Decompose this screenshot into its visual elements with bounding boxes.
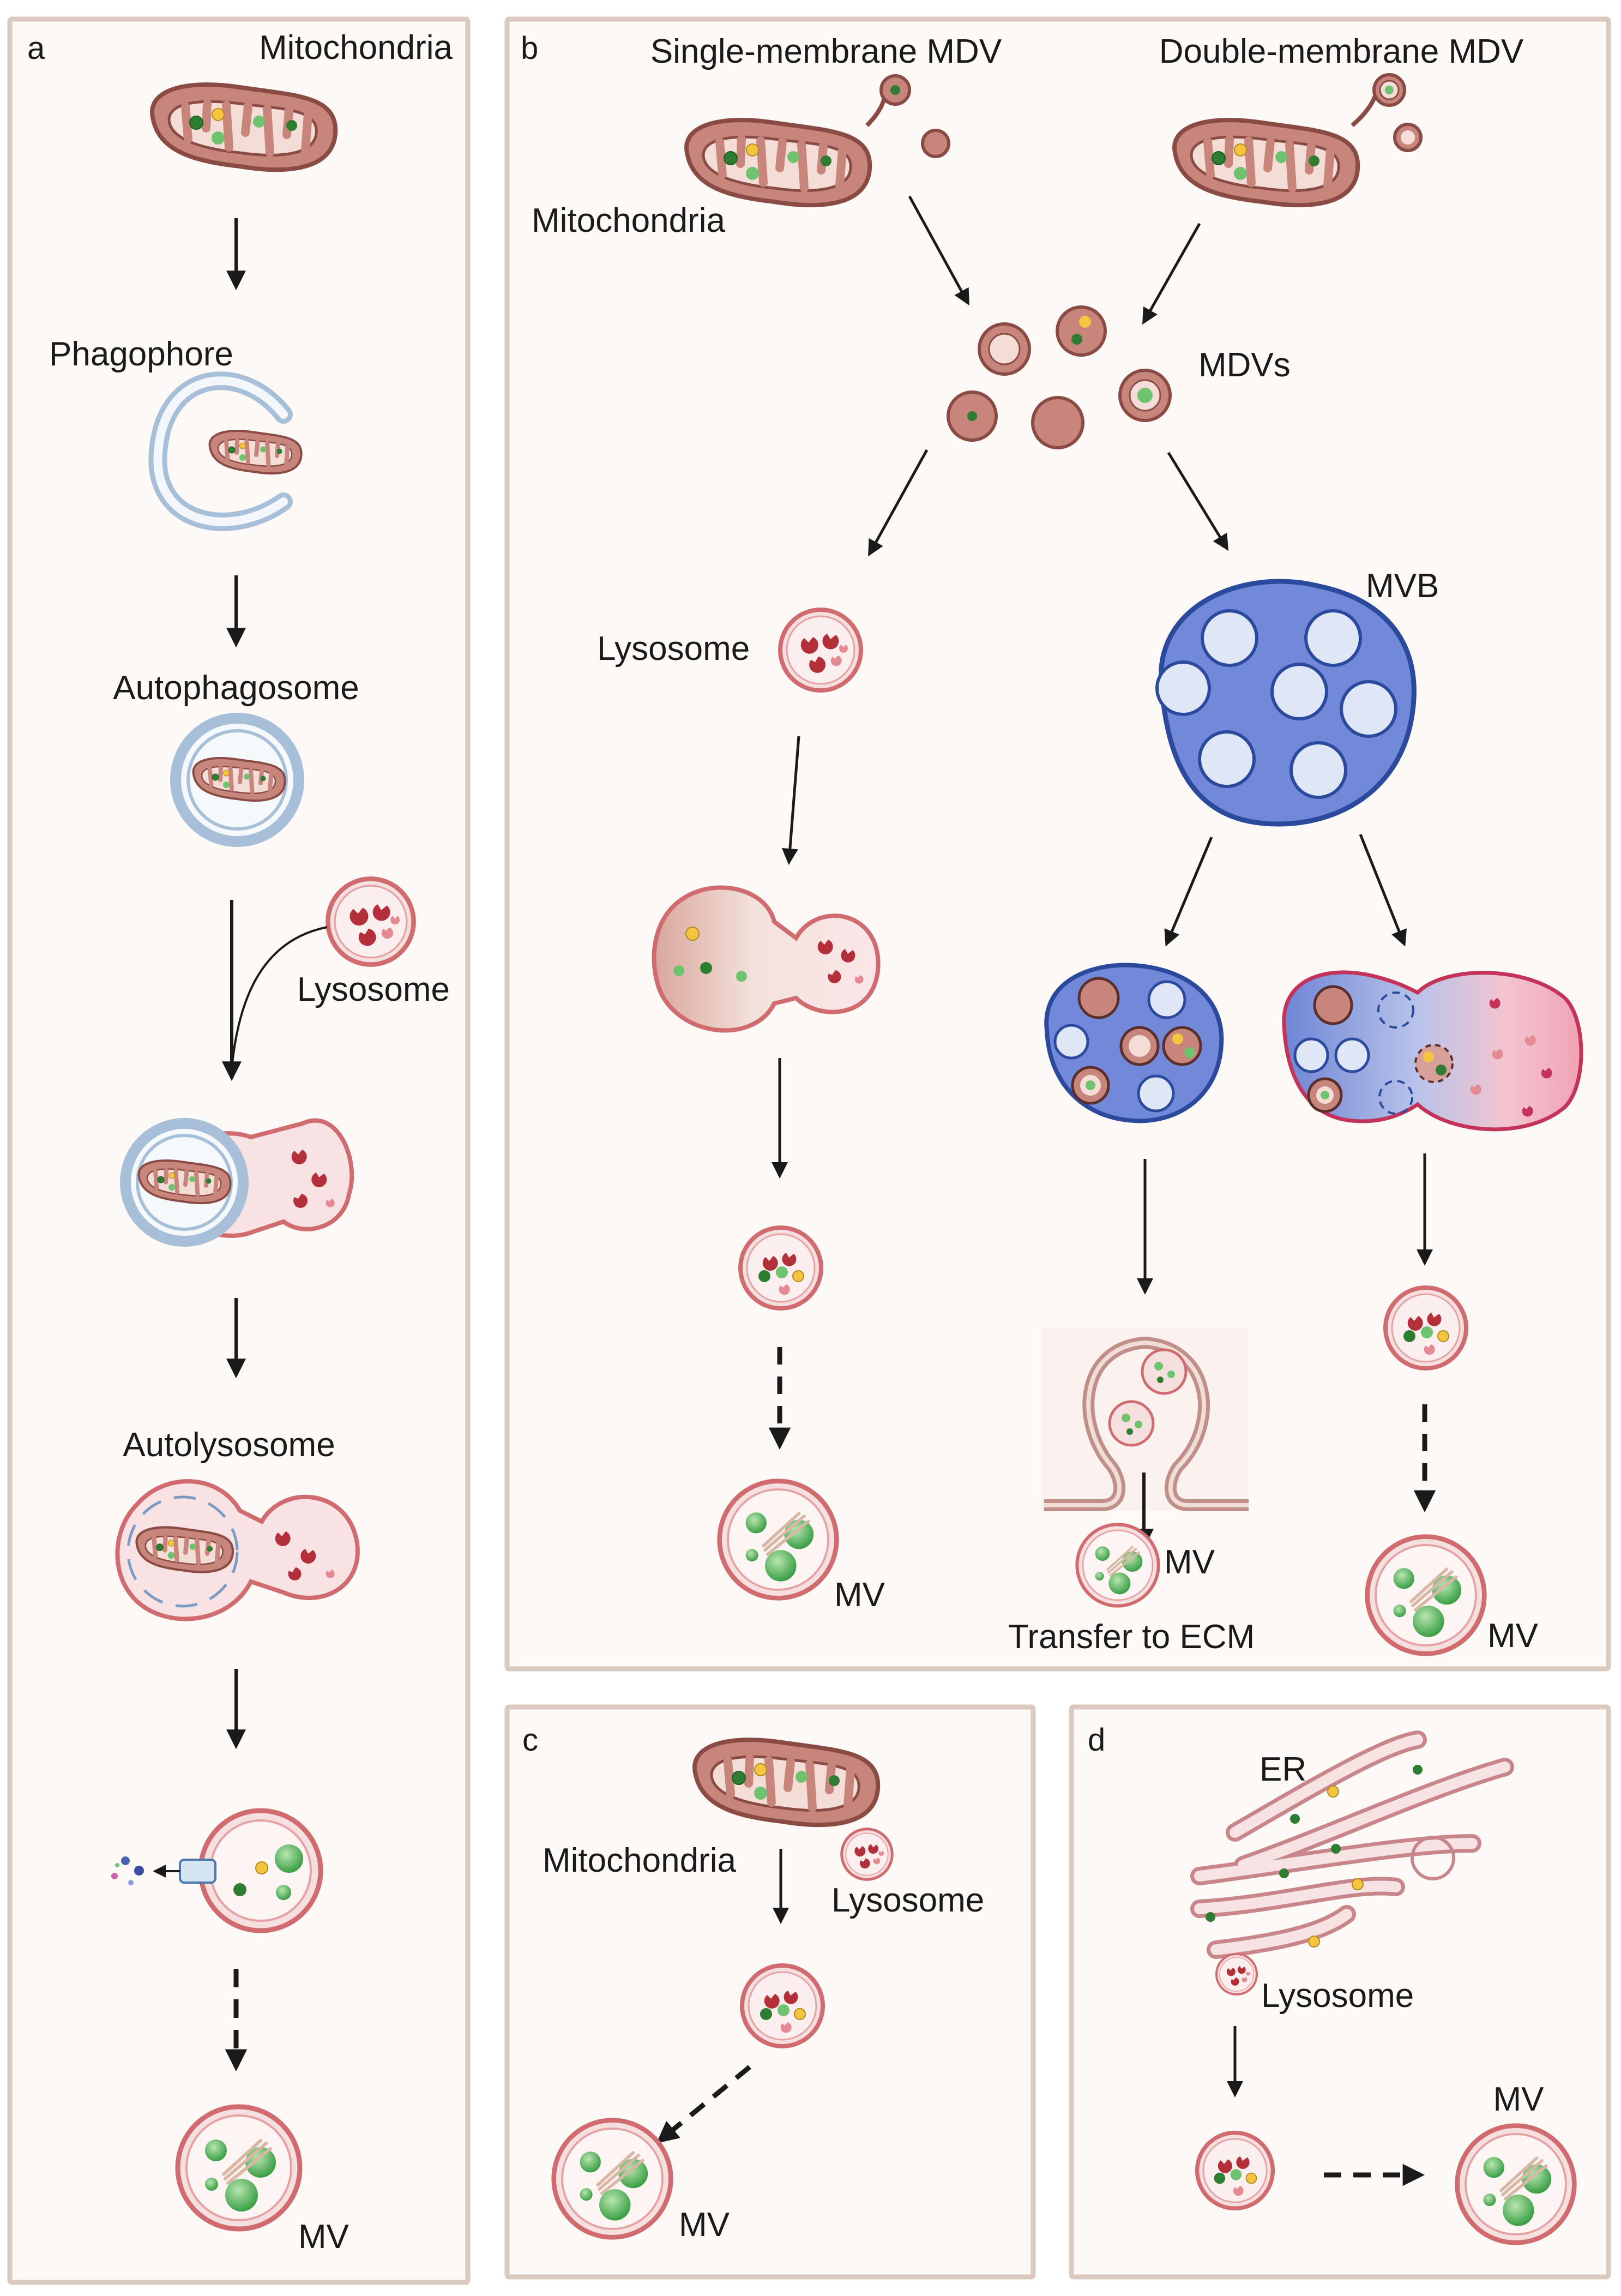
arrow	[1164, 837, 1213, 947]
mvb-with-mdvs	[1044, 963, 1224, 1123]
dashed-arrow	[656, 2065, 751, 2144]
single-mdv-label: Single-membrane MDV	[650, 33, 1002, 70]
arrow	[1142, 223, 1201, 325]
autophagosome	[170, 713, 304, 847]
panel-b-mitochondria-label: Mitochondria	[532, 202, 725, 239]
panel-c-mitochondria-label: Mitochondria	[543, 1842, 736, 1879]
mvb-lysosome-fusion	[1282, 970, 1583, 1132]
panel-d-mv	[1457, 2126, 1575, 2243]
panel-d-letter: d	[1088, 1722, 1105, 1758]
panel-a-lysosome-label: Lysosome	[297, 971, 450, 1008]
autolysosome	[115, 1479, 360, 1621]
arrow	[1359, 834, 1407, 947]
arrow	[868, 449, 929, 557]
panel-b-right-lysosome-loaded	[1385, 1288, 1466, 1368]
double-mdv-label: Double-membrane MDV	[1159, 33, 1524, 70]
panel-c-letter: c	[522, 1722, 538, 1758]
panel-b-letter: b	[521, 31, 538, 66]
panel-b-mid-mv-label: MV	[1164, 1543, 1215, 1581]
panel-c: c Mitochondria Lysosome MV	[504, 1704, 1036, 2280]
panel-b-left-mv	[720, 1481, 837, 1598]
panel-c-lysosome-small	[842, 1829, 893, 1880]
panel-a-letter: a	[27, 31, 45, 66]
panel-b-left-lysosome-loaded	[740, 1228, 821, 1308]
autophagosome-label: Autophagosome	[113, 669, 359, 707]
panel-b: b Single-membrane MDV Double-membrane MD…	[504, 16, 1611, 1672]
panel-a-mv-label: MV	[298, 2218, 349, 2256]
arrow	[1167, 452, 1229, 551]
panel-a-mitochondria-label: Mitochondria	[259, 29, 453, 67]
panel-b-right-mv	[1367, 1537, 1485, 1654]
panel-a: a Mitochondria Phagophore Autophagosome …	[7, 16, 471, 2285]
mdv-lysosome-fusion	[652, 885, 881, 1033]
fusion-autophagosome-lysosome	[120, 1118, 354, 1247]
double-membrane-mitochondrion	[1174, 73, 1423, 205]
panel-d: d ER Lysosome MV	[1069, 1704, 1611, 2280]
panel-d-lysosome-loaded	[1197, 2133, 1273, 2209]
panel-d-lysosome-label: Lysosome	[1261, 1977, 1414, 2015]
panel-b-left-mv-label: MV	[834, 1576, 885, 1614]
panel-d-lysosome-small	[1215, 1953, 1258, 1996]
phagophore	[148, 371, 301, 531]
mvb-label: MVB	[1366, 567, 1439, 605]
panel-a-lysosome	[328, 879, 413, 964]
mvb	[1155, 579, 1417, 827]
exocytosis-vesicle	[111, 1808, 323, 1933]
er-label: ER	[1260, 1751, 1306, 1788]
endoplasmic-reticulum	[1190, 1730, 1514, 1959]
panel-c-lysosome-label: Lysosome	[831, 1882, 984, 1919]
phagophore-label: Phagophore	[49, 335, 233, 373]
panel-b-right-mv-label: MV	[1487, 1617, 1539, 1655]
panel-a-mv	[178, 2107, 300, 2229]
panel-c-mv-label: MV	[679, 2206, 730, 2244]
panel-c-lysosome-loaded	[742, 1966, 823, 2046]
mdvs-cluster	[947, 305, 1172, 449]
arrow	[781, 736, 800, 865]
transfer-to-ecm-label: Transfer to ECM	[1008, 1618, 1255, 1656]
arrow	[908, 195, 969, 306]
panel-c-mv	[554, 2120, 671, 2238]
single-membrane-mitochondrion	[686, 74, 950, 205]
panel-b-lysosome-label: Lysosome	[597, 630, 750, 668]
panel-d-mv-label: MV	[1493, 2081, 1545, 2118]
autolysosome-label: Autolysosome	[123, 1426, 335, 1464]
lysosome-path	[231, 926, 328, 1069]
panel-b-mid-mv	[1077, 1524, 1158, 1606]
panel-b-lysosome	[780, 610, 861, 690]
mdvs-label: MDVs	[1198, 346, 1291, 384]
